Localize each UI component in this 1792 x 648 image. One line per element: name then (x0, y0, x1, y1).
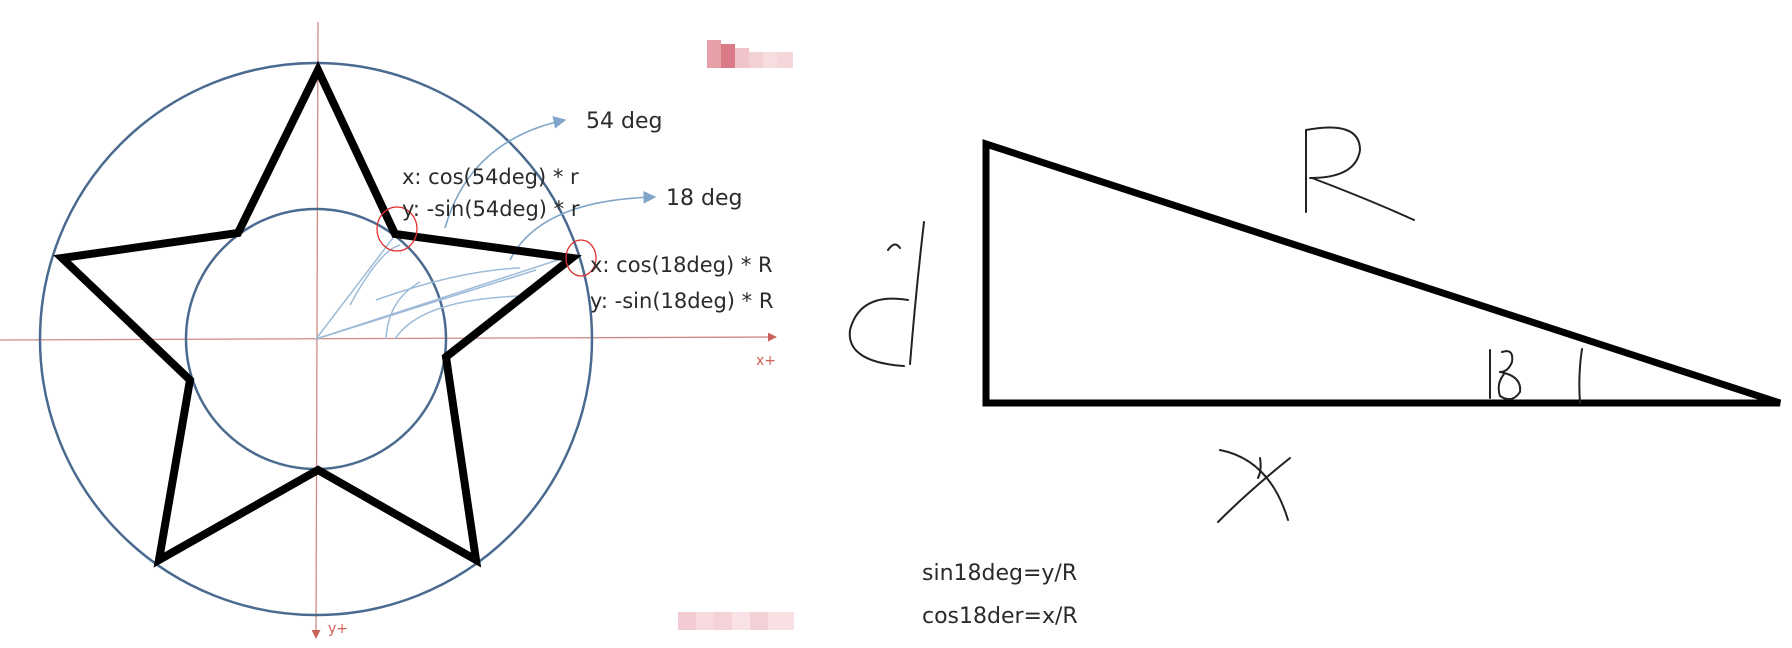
formula-sin: sin18deg=y/R (922, 561, 1077, 586)
watermark-blur-bottom (678, 612, 794, 630)
leader-arrow-18 (509, 190, 657, 261)
label-54-deg: 54 deg (586, 109, 662, 134)
handwritten-r (1305, 126, 1415, 221)
watermark-blur-top (707, 40, 793, 68)
handwritten-18 (1489, 349, 1522, 401)
outer-vertex-highlight (565, 239, 597, 277)
five-point-star (53, 60, 582, 568)
formula-cos: cos18der=x/R (922, 604, 1078, 629)
y-axis-label: y+ (328, 621, 348, 637)
label-inner-y: y: -sin(54deg) * r (402, 197, 580, 221)
y-axis (311, 21, 321, 639)
handwritten-y (848, 221, 925, 367)
label-inner-x: x: cos(54deg) * r (402, 165, 579, 189)
label-18-deg: 18 deg (666, 186, 742, 211)
star-diagram: x+ y+ 54 deg 18 deg x: cos(54deg) * r y:… (0, 21, 794, 639)
handwritten-x (1217, 449, 1291, 523)
triangle-diagram: sin18deg=y/R cos18der=x/R (848, 126, 1782, 629)
angle-arc (1578, 348, 1583, 404)
x-axis (0, 332, 777, 342)
outer-circle (38, 61, 594, 617)
label-outer-x: x: cos(18deg) * R (590, 253, 773, 277)
x-axis-label: x+ (756, 353, 776, 369)
label-outer-y: y: -sin(18deg) * R (590, 289, 773, 313)
angle-guides (315, 233, 571, 340)
right-triangle (982, 139, 1782, 407)
inner-vertex-highlight (376, 206, 418, 252)
leader-arrow-54 (444, 116, 567, 229)
